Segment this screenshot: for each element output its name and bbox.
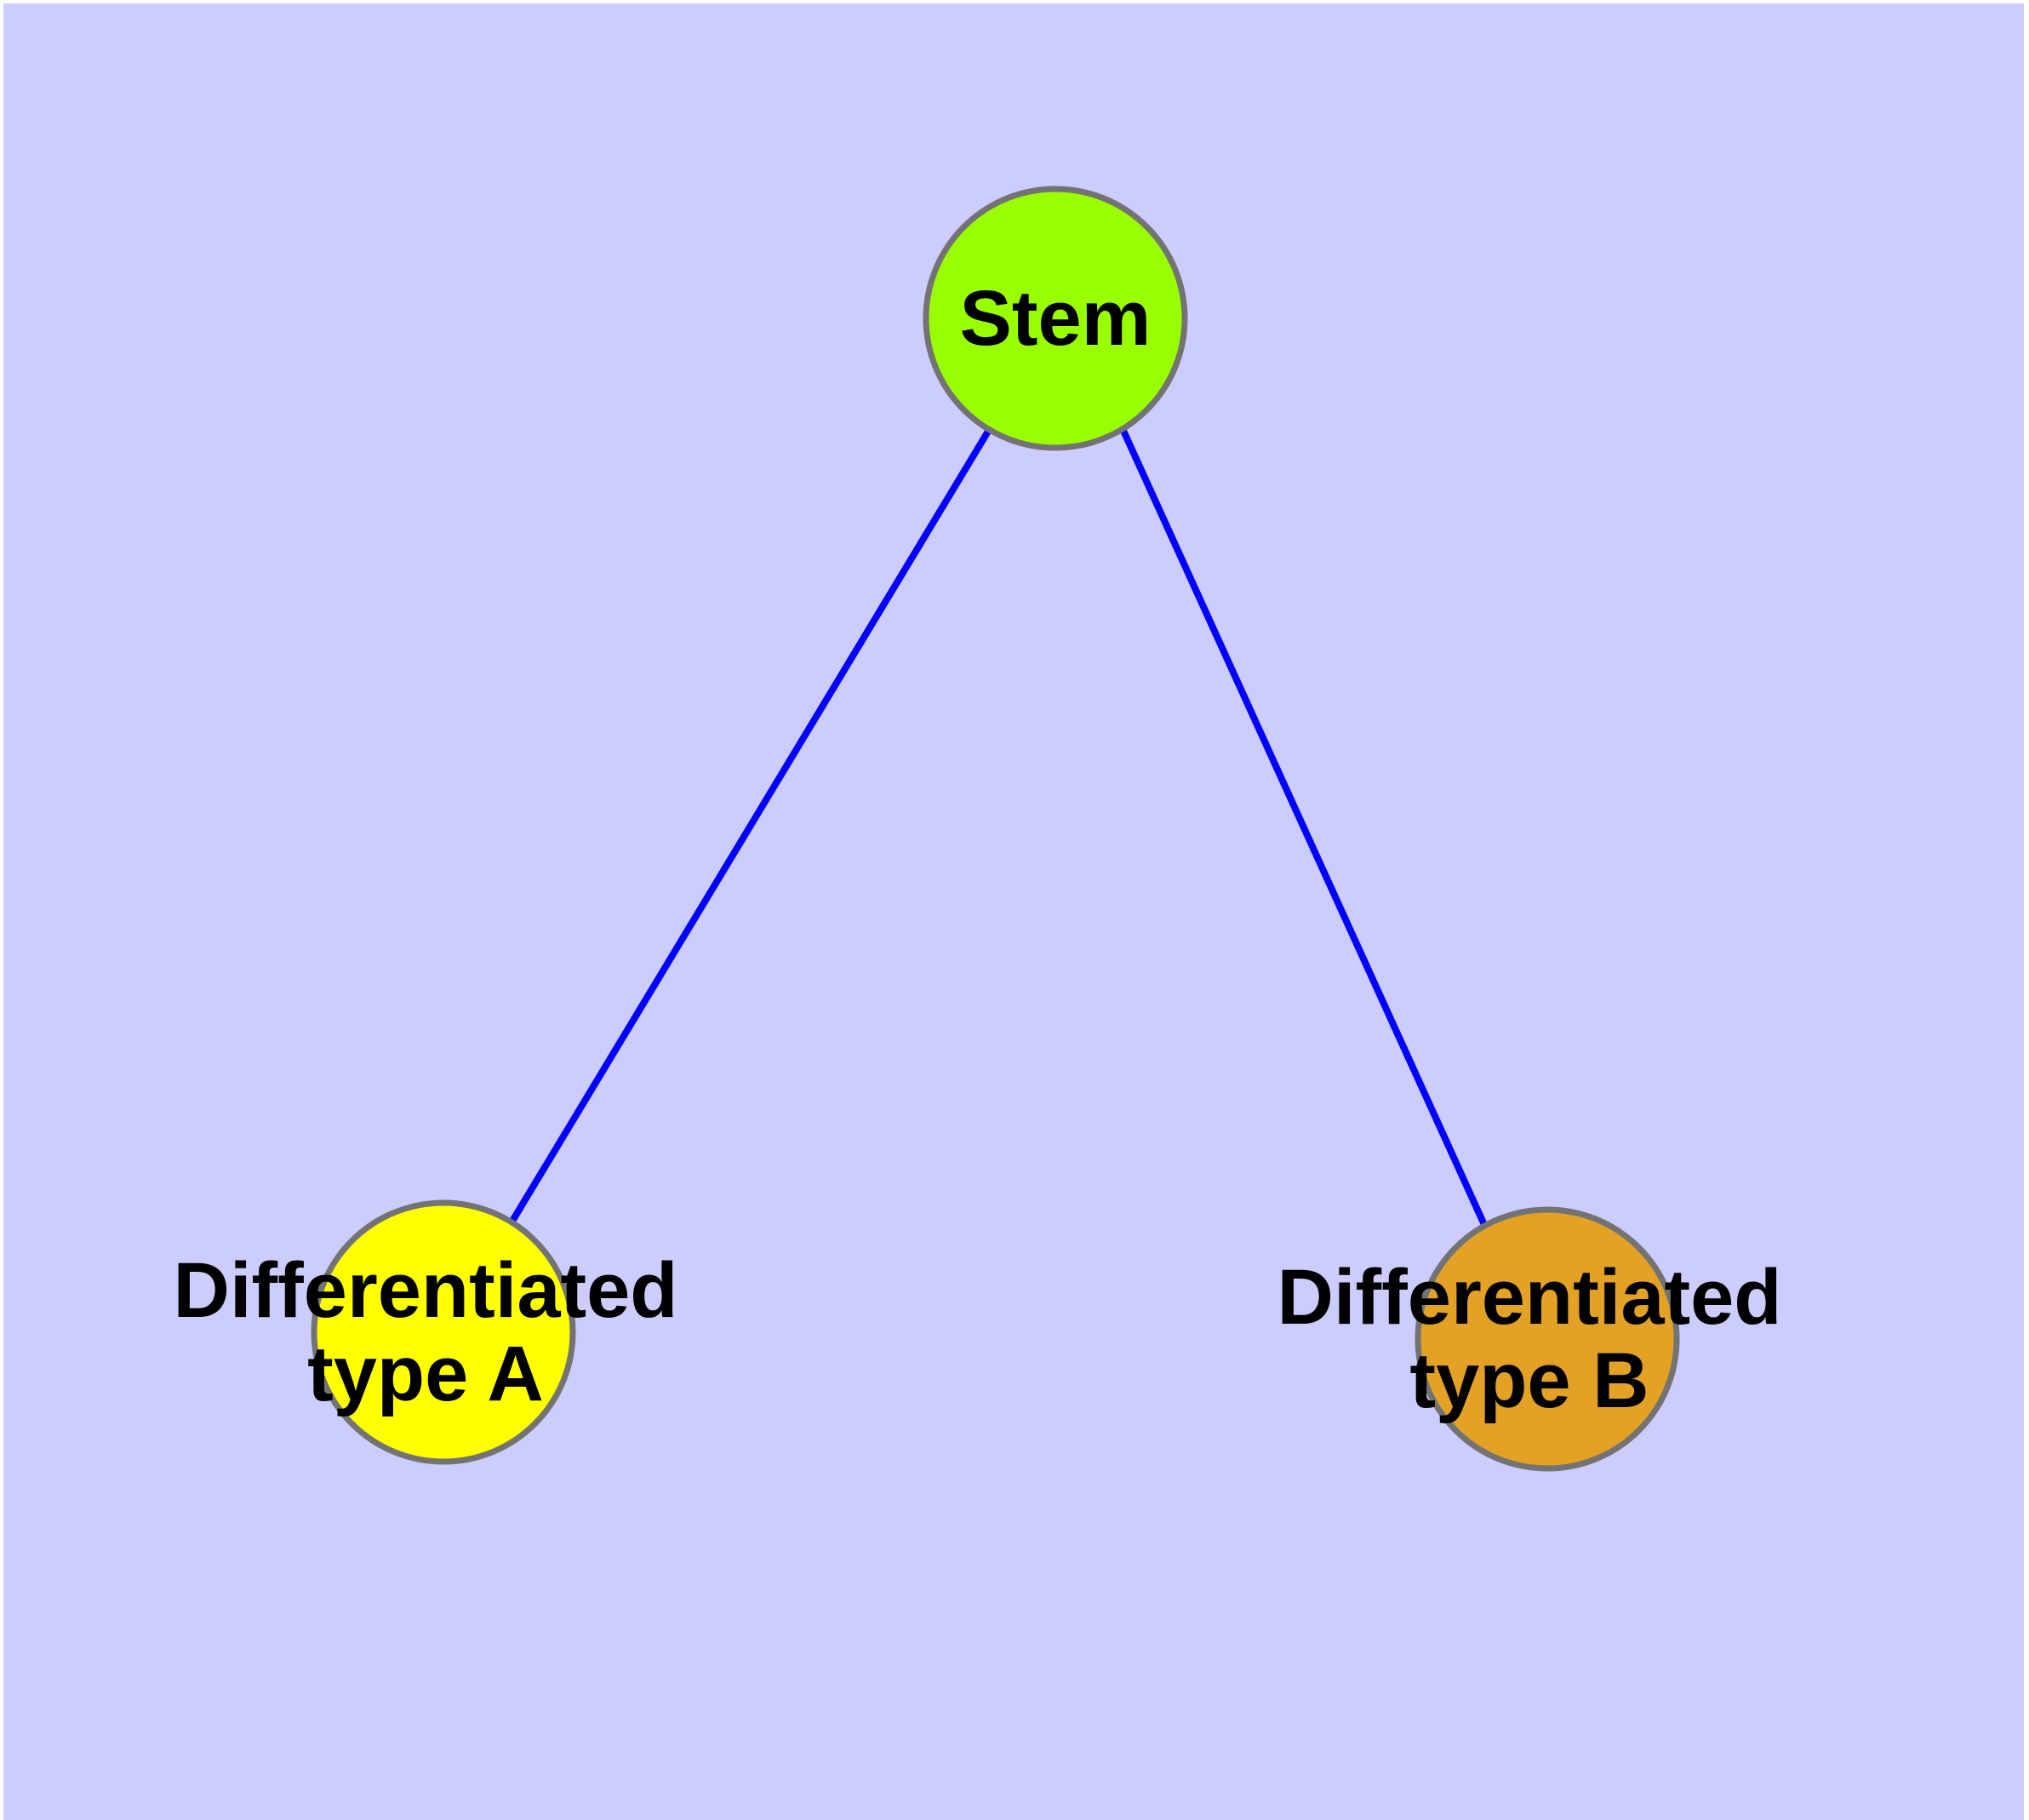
graph-node-label-line: Differentiated [1277,1254,1782,1341]
graph-node-stem[interactable] [923,186,1188,451]
graph-node-label-line: Differentiated [174,1247,678,1334]
graph-node-diff-b[interactable] [1415,1206,1680,1472]
graph-node-label-line: type A [307,1331,544,1417]
graph-node-diff-a[interactable] [311,1199,576,1465]
graph-node-label-stem: Stem [960,275,1152,362]
graph-edge-stem-to-diff-a [508,427,992,1225]
edges-layer [508,427,1489,1228]
graph-edge-stem-to-diff-b [1120,429,1489,1228]
graph-node-label-line: type B [1409,1337,1649,1424]
nodes-layer [311,186,1680,1472]
graph-node-label-line: Stem [960,275,1152,362]
